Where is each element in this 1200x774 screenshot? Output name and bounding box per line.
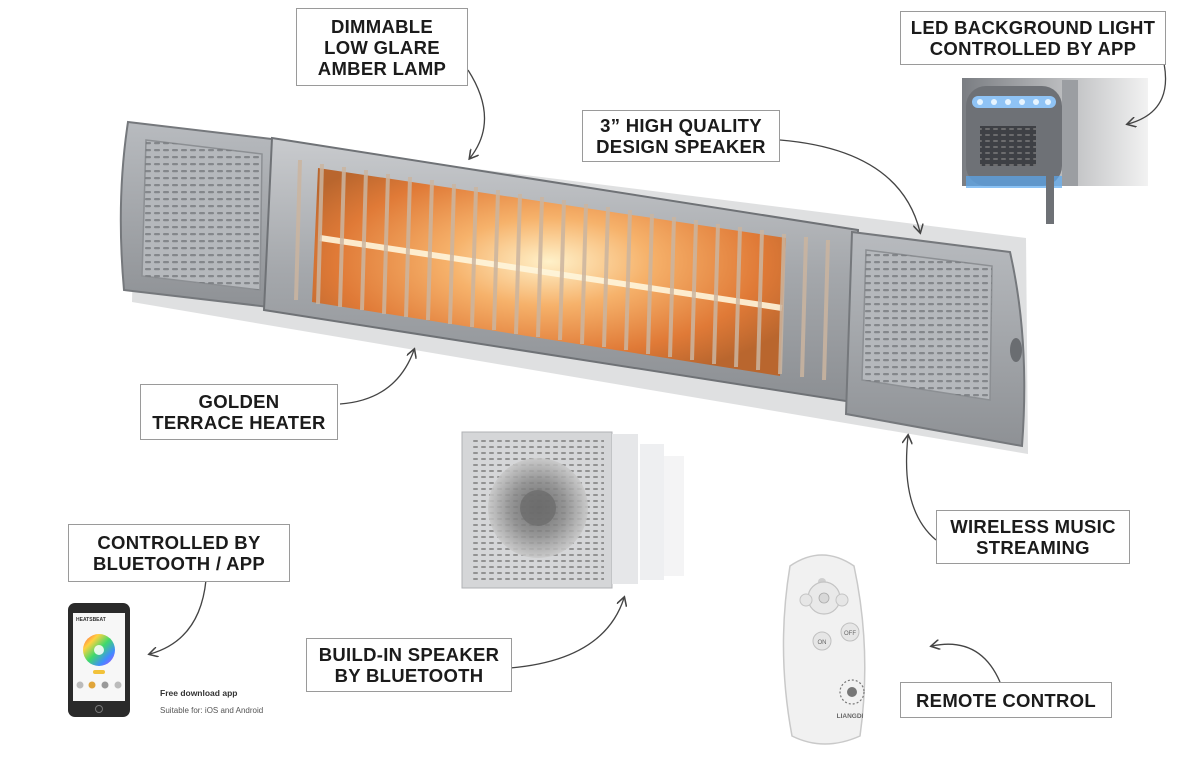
- arrow-remote: [932, 644, 1001, 683]
- app-download-note: Suitable for: iOS and Android: [160, 706, 264, 715]
- arrow-builtin-speaker: [509, 598, 624, 669]
- arrow-music: [907, 436, 937, 541]
- heater-grille: [294, 159, 830, 381]
- remote-logo: [839, 679, 865, 705]
- smartphone: HEATSBEAT: [68, 603, 130, 717]
- remote-control: ON OFF LIANGDI: [782, 554, 866, 745]
- led-detail-image: [962, 78, 1148, 224]
- terrace-heater: [119, 120, 1028, 454]
- arrow-speaker: [779, 139, 920, 232]
- callout-wireless-music-streaming: WIRELESS MUSIC STREAMING: [936, 510, 1130, 564]
- callout-build-in-speaker: BUILD-IN SPEAKER BY BLUETOOTH: [306, 638, 512, 692]
- callout-bluetooth-app: CONTROLLED BY BLUETOOTH / APP: [68, 524, 290, 582]
- heater-knob: [1010, 338, 1022, 362]
- remote-off-button: [840, 622, 860, 642]
- callout-led-background-light: LED BACKGROUND LIGHT CONTROLLED BY APP: [900, 11, 1166, 65]
- callout-dimmable-lamp: DIMMABLE LOW GLARE AMBER LAMP: [296, 8, 468, 86]
- app-download-title: Free download app: [160, 688, 238, 698]
- speaker-module-image: [461, 431, 684, 589]
- svg-text:ON: ON: [818, 640, 827, 646]
- arrow-bluetooth-app: [150, 579, 207, 654]
- remote-on-button: [812, 631, 832, 651]
- svg-text:LIANGDI: LIANGDI: [837, 713, 864, 720]
- callout-design-speaker: 3” HIGH QUALITY DESIGN SPEAKER: [582, 110, 780, 162]
- svg-text:OFF: OFF: [844, 631, 856, 637]
- callout-remote-control: REMOTE CONTROL: [900, 682, 1112, 718]
- arrow-heater: [339, 350, 414, 405]
- phone-brand: HEATSBEAT: [76, 617, 106, 623]
- arrow-leaders: [150, 47, 1167, 683]
- callout-golden-terrace-heater: GOLDEN TERRACE HEATER: [140, 384, 338, 440]
- arrow-lamp: [467, 69, 486, 158]
